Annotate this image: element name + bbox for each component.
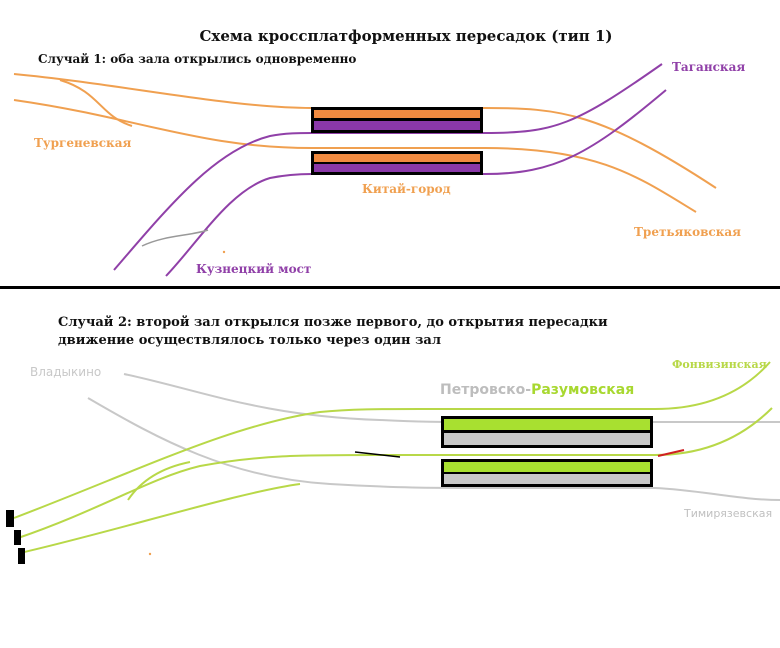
- case2-green-tracks: [13, 361, 773, 554]
- case1-purple-tracks: [113, 63, 667, 277]
- label-timiryazevskaya: Тимирязевская: [683, 507, 772, 520]
- green-track-middle: [17, 407, 773, 539]
- case1-platform-upper: [311, 107, 483, 133]
- label-kuznetsky-most: Кузнецкий мост: [196, 262, 311, 276]
- label-petrovsko: Петровско-: [440, 382, 531, 398]
- label-vladykino: Владыкино: [30, 365, 101, 379]
- case2-caption-line2: движение осуществлялось только через оди…: [58, 333, 441, 348]
- green-crossover: [127, 461, 191, 501]
- case1-platform-lower: [311, 151, 483, 175]
- case2-grey-tracks: [87, 373, 780, 501]
- green-track-upper: [13, 361, 771, 519]
- red-buffer-stop: [657, 449, 685, 457]
- orange-track-lower: [13, 99, 697, 213]
- case2-platform-upper: [441, 416, 653, 448]
- label-kitay-gorod: Китай-город: [362, 182, 451, 196]
- green-track-lower: [19, 483, 301, 554]
- orange-crossover: [59, 79, 133, 127]
- label-taganskaya: Таганская: [672, 60, 745, 74]
- case2-platform-lower: [441, 459, 653, 487]
- black-buffer-stop: [354, 451, 401, 458]
- diagram-title: Схема кроссплатформенных пересадок (тип …: [199, 27, 612, 45]
- case1-caption: Случай 1: оба зала открылись одновременн…: [38, 52, 356, 66]
- case2-caption-line1: Случай 2: второй зал открылся позже перв…: [58, 315, 608, 330]
- label-razumovskaya: Разумовская: [531, 382, 634, 398]
- label-tretyakovskaya: Третьяковская: [634, 225, 741, 239]
- stray-dot-case2: [148, 552, 152, 556]
- label-petrovsko-razumovskaya: Петровско-Разумовская: [440, 382, 634, 398]
- grey-crossover-case1: [141, 229, 209, 247]
- label-turgenevskaya: Тургеневская: [34, 136, 131, 150]
- case2-track-ends: [6, 510, 25, 564]
- stray-dot-case1: [222, 250, 226, 254]
- grey-track-lower: [87, 397, 780, 501]
- label-fonvizinskaya: Фонвизинская: [672, 358, 767, 371]
- section-divider: [0, 286, 780, 289]
- purple-track-left-2: [165, 89, 667, 277]
- purple-track-left-1: [113, 63, 663, 271]
- grey-track-upper: [123, 373, 780, 424]
